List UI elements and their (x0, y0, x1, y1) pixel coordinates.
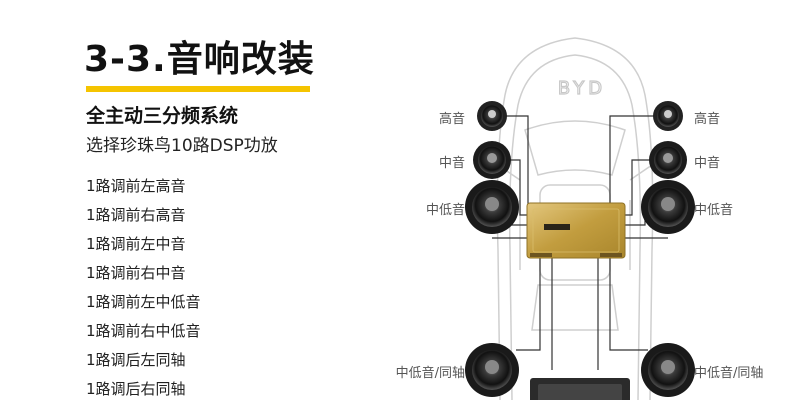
label-rear-left: 中低音/同轴 (395, 366, 465, 381)
channel-item: 1路调后左同轴 (86, 351, 186, 369)
channel-item: 1路调前左中音 (86, 235, 186, 253)
tweeter-left (477, 101, 507, 131)
subwoofer-box (530, 378, 630, 400)
channel-item: 1路调前右中低音 (86, 322, 201, 340)
amp-badge (544, 224, 570, 230)
label-mid-left: 中音 (438, 156, 465, 171)
byd-logo: BYD (558, 78, 606, 99)
tweeter-right (653, 101, 683, 131)
midbass-left (465, 180, 519, 234)
dsp-amplifier (526, 202, 626, 259)
mid-left (473, 141, 511, 179)
label-tweeter-left: 高音 (438, 112, 465, 127)
label-mid-right: 中音 (694, 156, 721, 171)
title-underline (86, 86, 310, 92)
channel-item: 1路调前右高音 (86, 206, 186, 224)
label-rear-right: 中低音/同轴 (694, 366, 764, 381)
page-title: 3-3.音响改装 (84, 39, 315, 80)
channel-item: 1路调前右中音 (86, 264, 186, 282)
label-midbass-right: 中低音 (694, 203, 734, 218)
channel-item: 1路调后右同轴 (86, 380, 186, 398)
channel-item: 1路调前左高音 (86, 177, 186, 195)
midbass-right (641, 180, 695, 234)
rear-left (465, 343, 519, 397)
label-tweeter-right: 高音 (694, 112, 721, 127)
label-midbass-left: 中低音 (425, 203, 465, 218)
channel-item: 1路调前左中低音 (86, 293, 201, 311)
dsp-description: 选择珍珠鸟10路DSP功放 (86, 136, 278, 156)
channel-list: 1路调前左高音 1路调前右高音 1路调前左中音 1路调前右中音 1路调前左中低音… (86, 172, 201, 404)
rear-right (641, 343, 695, 397)
mid-right (649, 141, 687, 179)
system-subtitle: 全主动三分频系统 (86, 105, 239, 127)
